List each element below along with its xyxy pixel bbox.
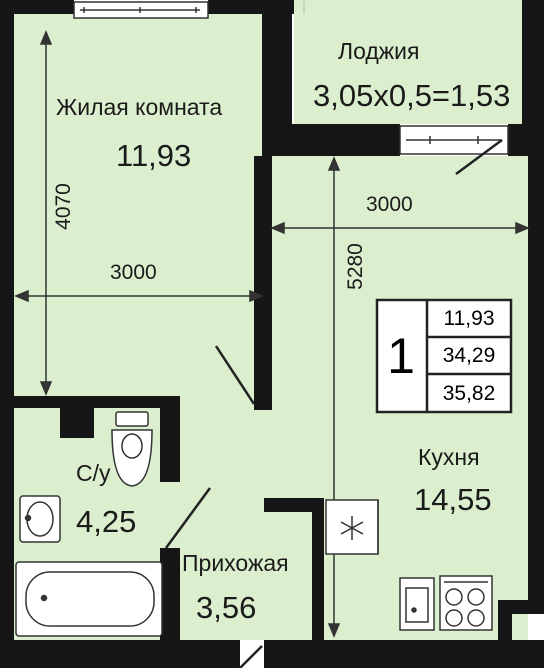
living-room-floor — [14, 14, 262, 398]
kitchen-area: 14,55 — [414, 482, 492, 517]
kitchen-width-dimension: 3000 — [366, 193, 413, 216]
kitchen-name: Кухня — [418, 444, 480, 470]
loggia-name: Лоджия — [338, 38, 420, 64]
wall-bathroom-right — [160, 396, 180, 482]
toilet-icon — [111, 411, 153, 487]
wall-bottom-right — [264, 640, 544, 668]
total-with-loggia-value: 35,82 — [442, 381, 496, 405]
fridge-icon — [325, 499, 379, 555]
wall-shaft — [60, 408, 94, 438]
living-room-name: Жилая комната — [56, 94, 223, 120]
sink-icon — [19, 495, 61, 543]
window-icon — [399, 125, 509, 155]
rooms-count: 1 — [387, 328, 415, 384]
wall-right — [528, 124, 544, 600]
wall-top-left — [0, 0, 74, 14]
wall-living-bottom — [14, 396, 180, 408]
wall-corner-post — [498, 600, 512, 640]
wall-living-kitchen — [254, 156, 272, 410]
window-icon — [73, 0, 305, 19]
kitchen-sink-icon — [399, 577, 435, 631]
area-summary-table: 1 11,93 34,29 35,82 — [377, 300, 511, 412]
hallway-area: 3,56 — [196, 590, 257, 625]
wall-bathroom-lower — [160, 548, 180, 640]
wall-hallway-kitchen — [312, 498, 324, 640]
dimension-lines — [14, 30, 530, 638]
area-table-frame — [375, 298, 513, 414]
wall-loggia-right — [522, 0, 544, 130]
bathtub-icon — [15, 561, 163, 637]
loggia-area: 3,05x0,5=1,53 — [313, 78, 511, 113]
bathroom-area: 4,25 — [76, 504, 137, 539]
door-icon — [164, 138, 503, 668]
hallway-name: Прихожая — [182, 550, 289, 576]
living-height-dimension: 4070 — [51, 183, 75, 230]
total-area-value: 34,29 — [442, 343, 496, 367]
living-room-area: 11,93 — [116, 138, 192, 173]
wall-left — [0, 0, 14, 660]
living-width-dimension: 3000 — [110, 261, 157, 284]
wall-bottom-left — [0, 640, 240, 668]
wall-loggia-bottom-left — [262, 124, 400, 156]
wall-hallway-stub — [264, 498, 324, 512]
bathroom-name: С/у — [76, 460, 111, 486]
loggia-floor — [294, 0, 522, 124]
stove-icon — [439, 575, 493, 631]
kitchen-height-dimension: 5280 — [343, 243, 367, 290]
living-area-value: 11,93 — [443, 306, 495, 330]
